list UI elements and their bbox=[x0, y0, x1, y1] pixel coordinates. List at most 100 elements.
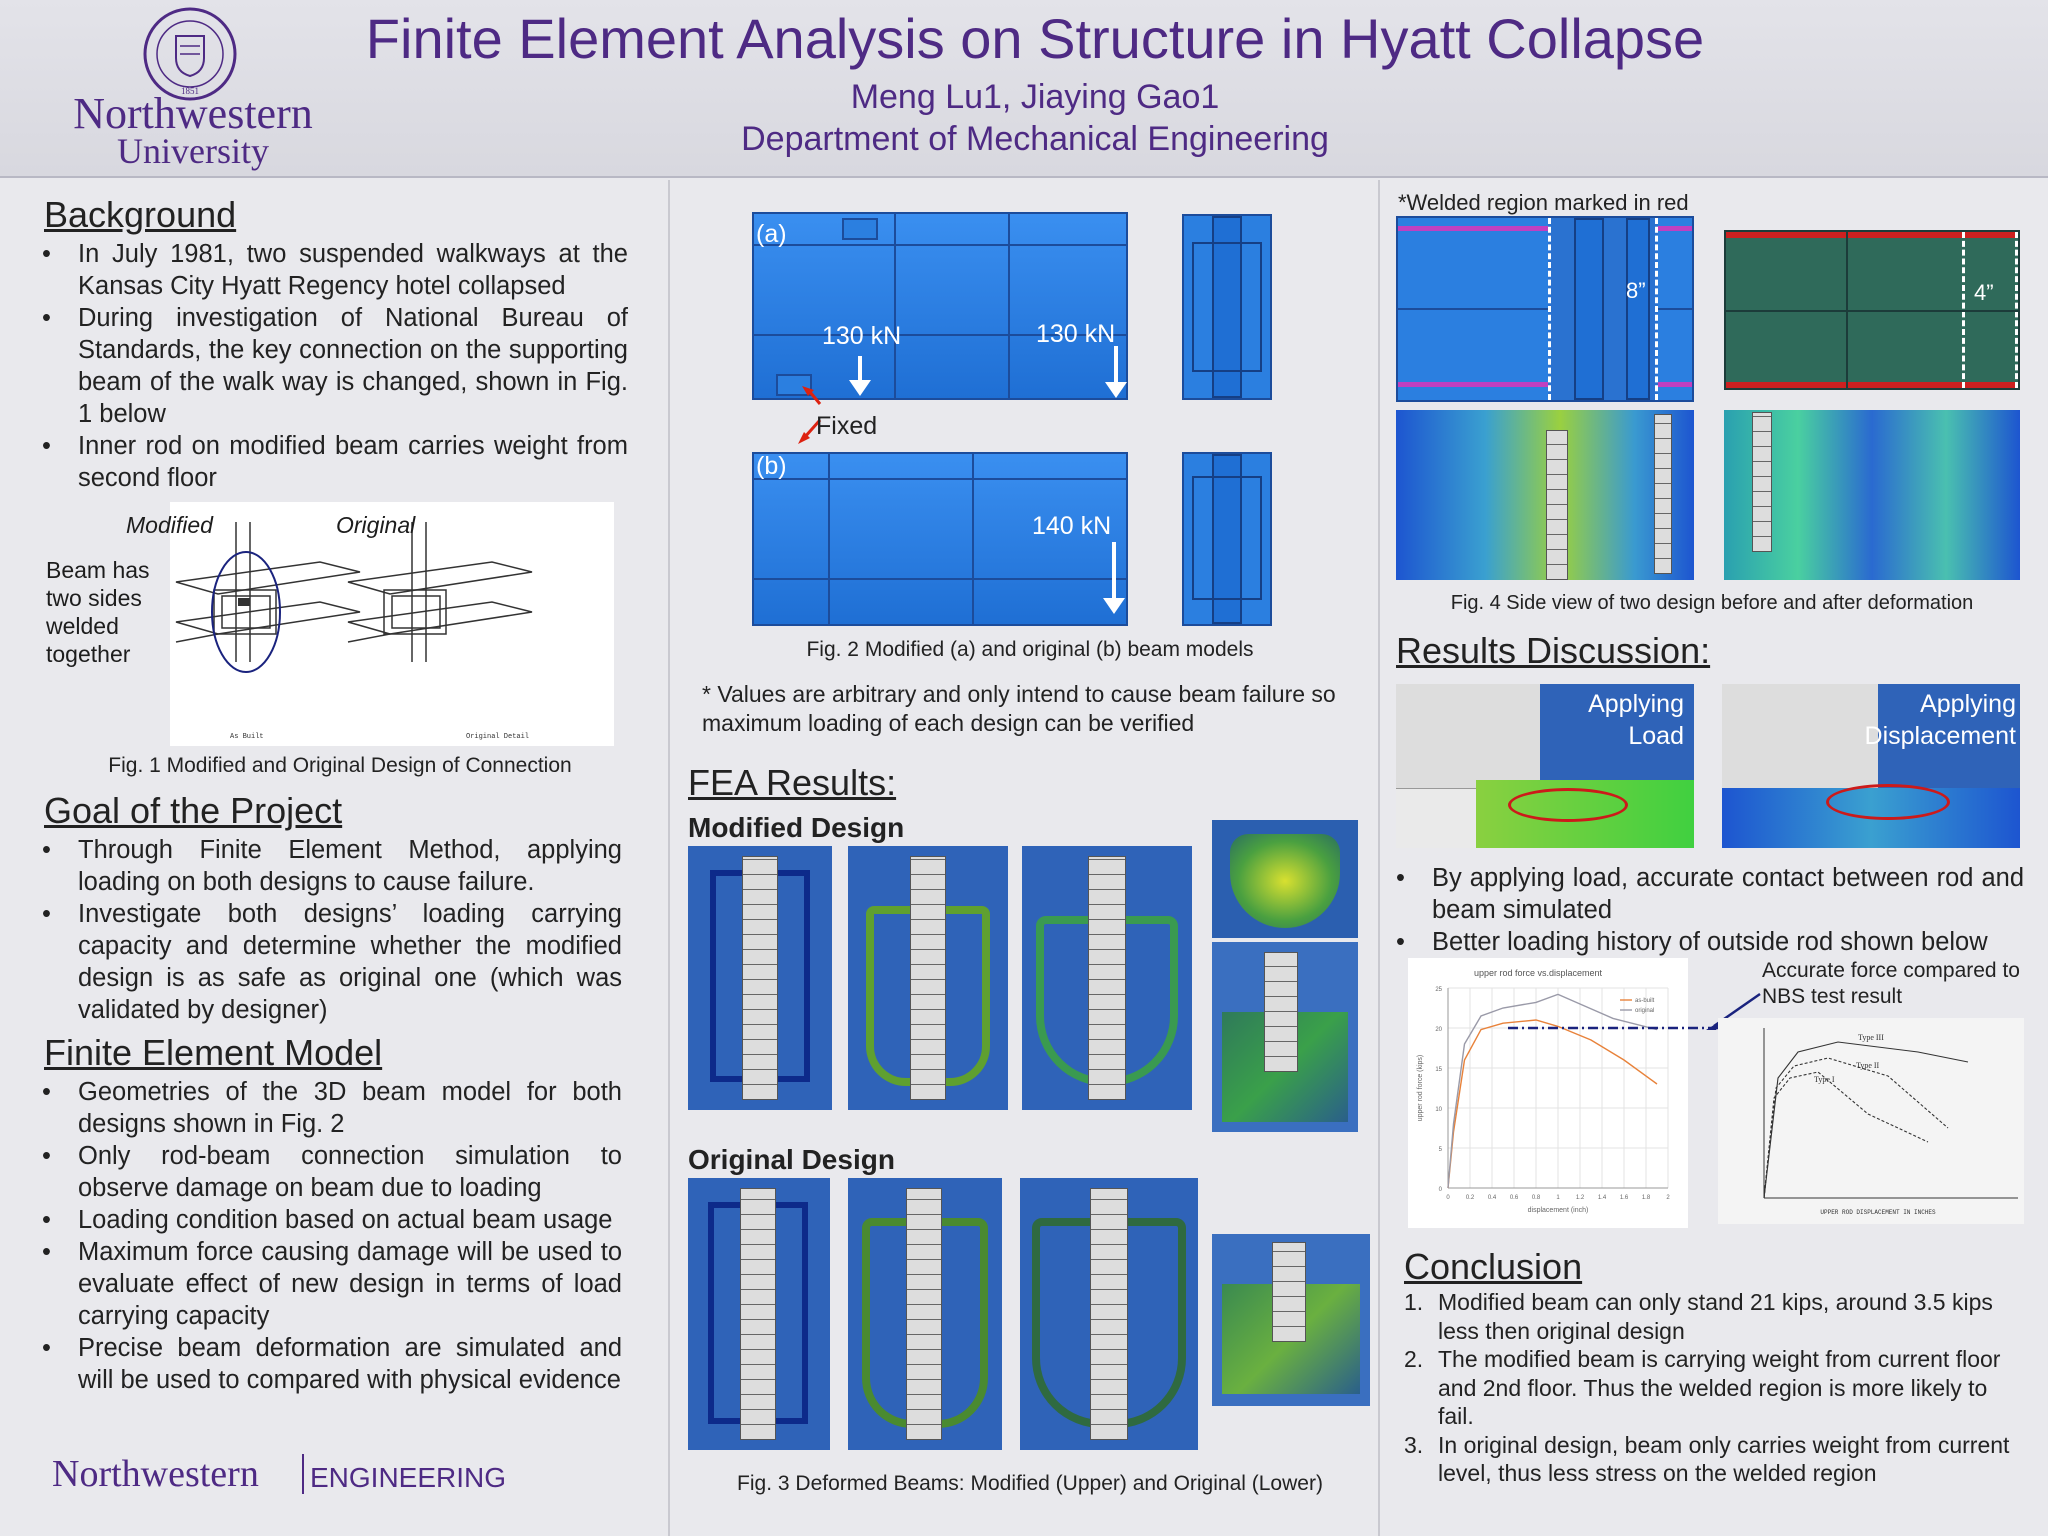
x-tick-label: 0.8 bbox=[1532, 1195, 1541, 1201]
fig2-load-a-left: 130 kN bbox=[822, 322, 902, 350]
seal-year: 1851 bbox=[181, 86, 199, 96]
x-tick-label: 0.4 bbox=[1488, 1195, 1497, 1201]
scan-type-label: Type I bbox=[1814, 1075, 1835, 1084]
fig1-drawing: As Built Original Detail bbox=[170, 502, 614, 746]
fea-image-original-3 bbox=[1020, 1178, 1198, 1450]
university-seal-icon: 1851 bbox=[142, 6, 238, 102]
fig4-dim-right: 4” bbox=[1974, 280, 1994, 305]
column-divider bbox=[668, 180, 670, 1536]
logo-line1: Northwestern bbox=[73, 89, 313, 138]
list-item: Better loading history of outside rod sh… bbox=[1392, 926, 2024, 958]
fig4-modified-before bbox=[1396, 216, 1694, 402]
fig1-small-right: Original Detail bbox=[466, 733, 529, 741]
legend-label: original bbox=[1635, 1008, 1654, 1014]
fig1-caption: Fig. 1 Modified and Original Design of C… bbox=[108, 754, 572, 777]
fea-image-modified-2 bbox=[848, 846, 1008, 1110]
list-item: 3.In original design, beam only carries … bbox=[1404, 1431, 2010, 1487]
background-heading: Background bbox=[44, 194, 237, 235]
legend-label: as-built bbox=[1635, 998, 1655, 1004]
series-line-original bbox=[1447, 993, 1658, 1189]
results-panel-displacement-label: Applying Displacement bbox=[1864, 690, 2016, 750]
column-divider bbox=[1378, 180, 1380, 1536]
list-item: 1.Modified beam can only stand 21 kips, … bbox=[1404, 1289, 1993, 1344]
conclusion-heading: Conclusion bbox=[1404, 1246, 1583, 1287]
x-tick-label: 0.6 bbox=[1510, 1195, 1519, 1201]
scan-type-label: Type III bbox=[1858, 1033, 1884, 1042]
poster-department: Department of Mechanical Engineering bbox=[741, 120, 1329, 158]
x-tick-label: 2 bbox=[1666, 1195, 1670, 1201]
y-tick-label: 15 bbox=[1435, 1067, 1442, 1073]
goal-list: Through Finite Element Method, applying … bbox=[38, 834, 622, 1026]
fig1-small-left: As Built bbox=[230, 733, 264, 741]
y-tick-label: 20 bbox=[1435, 1027, 1442, 1033]
fig3-caption: Fig. 3 Deformed Beams: Modified (Upper) … bbox=[737, 1472, 1323, 1495]
x-tick-label: 1.6 bbox=[1620, 1195, 1629, 1201]
list-item: Maximum force causing damage will be use… bbox=[38, 1236, 622, 1332]
list-item: Loading condition based on actual beam u… bbox=[38, 1204, 622, 1236]
fixed-arrows bbox=[798, 386, 822, 444]
list-item: By applying load, accurate contact betwe… bbox=[1392, 862, 2024, 926]
fea-image-modified-5 bbox=[1212, 942, 1358, 1132]
fig2-beam-modified bbox=[752, 212, 1128, 400]
fig2-load-b: 140 kN bbox=[1032, 512, 1112, 540]
logo-line2: University bbox=[117, 131, 269, 171]
y-tick-label: 25 bbox=[1435, 987, 1442, 993]
results-panel-load bbox=[1396, 684, 1694, 848]
fig2-arrow bbox=[1103, 542, 1125, 614]
fig4-original-after bbox=[1724, 410, 2020, 580]
fig2-rod-top bbox=[842, 218, 878, 240]
footer-logo-right: ENGINEERING bbox=[310, 1462, 507, 1493]
background-list: In July 1981, two suspended walkways at … bbox=[38, 238, 628, 494]
results-list: By applying load, accurate contact betwe… bbox=[1392, 862, 2024, 958]
x-tick-label: 0 bbox=[1446, 1195, 1450, 1201]
fig4-caption: Fig. 4 Side view of two design before an… bbox=[1450, 592, 1974, 614]
fig2-beam-original bbox=[752, 452, 1128, 626]
list-item: 2.The modified beam is carrying weight f… bbox=[1404, 1346, 2001, 1429]
chart-title: upper rod force vs.displacement bbox=[1474, 968, 1603, 978]
y-tick-label: 5 bbox=[1439, 1147, 1443, 1153]
list-item: Inner rod on modified beam carries weigh… bbox=[38, 430, 628, 494]
results-panel-load-label: Applying Load bbox=[1588, 690, 1684, 750]
results-heading: Results Discussion: bbox=[1396, 630, 1711, 671]
fig4-original-before bbox=[1724, 230, 2020, 390]
x-tick-label: 1.2 bbox=[1576, 1195, 1585, 1201]
fem-list: Geometries of the 3D beam model for both… bbox=[38, 1076, 622, 1396]
scan-curve bbox=[1763, 1057, 1949, 1199]
fig1-label-modified: Modified bbox=[126, 512, 213, 538]
fig2-label-b: (b) bbox=[756, 452, 787, 480]
x-tick-label: 0.2 bbox=[1466, 1195, 1475, 1201]
fig2-side-original bbox=[1182, 452, 1272, 626]
footer-logo-divider bbox=[302, 1454, 304, 1494]
list-item: Through Finite Element Method, applying … bbox=[38, 834, 622, 898]
fea-original-label: Original Design bbox=[688, 1144, 895, 1175]
fea-image-original-1 bbox=[688, 1178, 830, 1450]
list-item: Only rod-beam connection simulation to o… bbox=[38, 1140, 622, 1204]
list-item: In July 1981, two suspended walkways at … bbox=[38, 238, 628, 302]
fig2-caption: Fig. 2 Modified (a) and original (b) bea… bbox=[806, 638, 1254, 661]
results-panel-displacement bbox=[1722, 684, 2020, 848]
x-axis-label: displacement (inch) bbox=[1528, 1207, 1589, 1214]
list-item: Geometries of the 3D beam model for both… bbox=[38, 1076, 622, 1140]
fig2-arrow bbox=[849, 356, 871, 396]
fig4-modified-after bbox=[1396, 410, 1694, 580]
results-annotation: Accurate force compared to NBS test resu… bbox=[1762, 959, 2020, 1008]
x-tick-label: 1.4 bbox=[1598, 1195, 1607, 1201]
fig4-note: *Welded region marked in red bbox=[1398, 190, 1689, 215]
fea-image-original-4 bbox=[1212, 1234, 1370, 1406]
poster-title: Finite Element Analysis on Structure in … bbox=[365, 7, 1705, 70]
fig1-annotation: Beam has two sides welded together bbox=[46, 557, 150, 667]
fea-heading: FEA Results: bbox=[688, 762, 897, 803]
fig2-side-modified bbox=[1182, 214, 1272, 400]
fea-image-modified-3 bbox=[1022, 846, 1192, 1110]
fig2-rod-bottom bbox=[776, 374, 812, 396]
poster-header bbox=[0, 0, 2048, 178]
scan-type-label: Type II bbox=[1856, 1061, 1880, 1070]
fig1-label-original: Original bbox=[336, 512, 416, 538]
fig2-note: * Values are arbitrary and only intend t… bbox=[702, 681, 1336, 736]
x-tick-label: 1 bbox=[1556, 1195, 1560, 1201]
goal-heading: Goal of the Project bbox=[44, 790, 343, 831]
list-item: During investigation of National Bureau … bbox=[38, 302, 628, 430]
fea-image-modified-1 bbox=[688, 846, 832, 1110]
conclusion-list: 1.Modified beam can only stand 21 kips, … bbox=[1404, 1288, 2024, 1488]
